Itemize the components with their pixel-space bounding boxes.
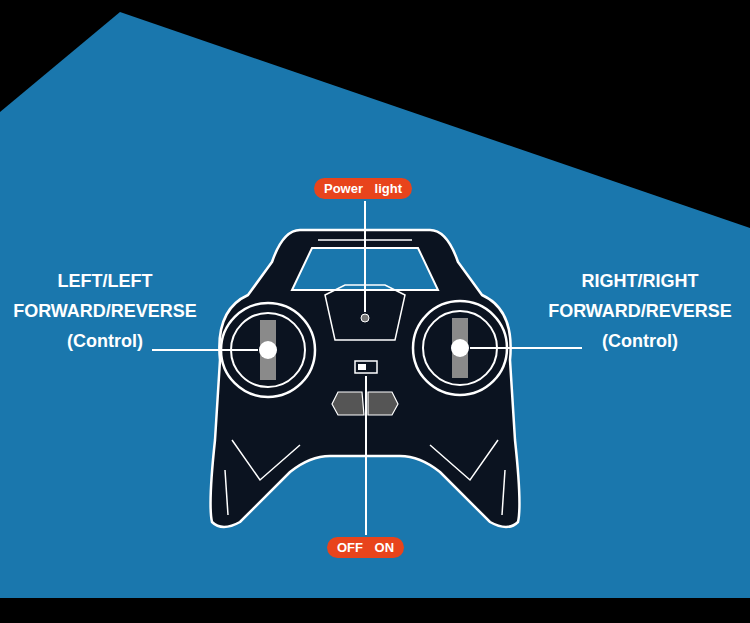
callout-text: OFF ON xyxy=(337,540,394,555)
blue-ground xyxy=(0,12,750,598)
control-label: LEFT/LEFT FORWARD/REVERSE (Control) xyxy=(10,266,200,356)
callout-text: Power light xyxy=(324,181,402,196)
leader-line xyxy=(152,349,258,351)
callout-pill: OFF ON xyxy=(327,537,404,558)
switch-slider xyxy=(358,364,366,370)
right-button xyxy=(368,392,398,415)
leader-line xyxy=(365,376,367,535)
left-stick-slot xyxy=(260,320,276,380)
right-stick-slot xyxy=(452,318,468,378)
left-stick-knob xyxy=(259,341,277,359)
right-stick-knob xyxy=(451,339,469,357)
power-light xyxy=(361,314,369,322)
control-label: RIGHT/RIGHT FORWARD/REVERSE (Control) xyxy=(545,266,735,356)
leader-line xyxy=(364,201,366,312)
leader-line xyxy=(470,347,582,349)
left-button xyxy=(332,392,364,415)
callout-pill: Power light xyxy=(314,178,412,199)
power-switch xyxy=(355,361,377,373)
